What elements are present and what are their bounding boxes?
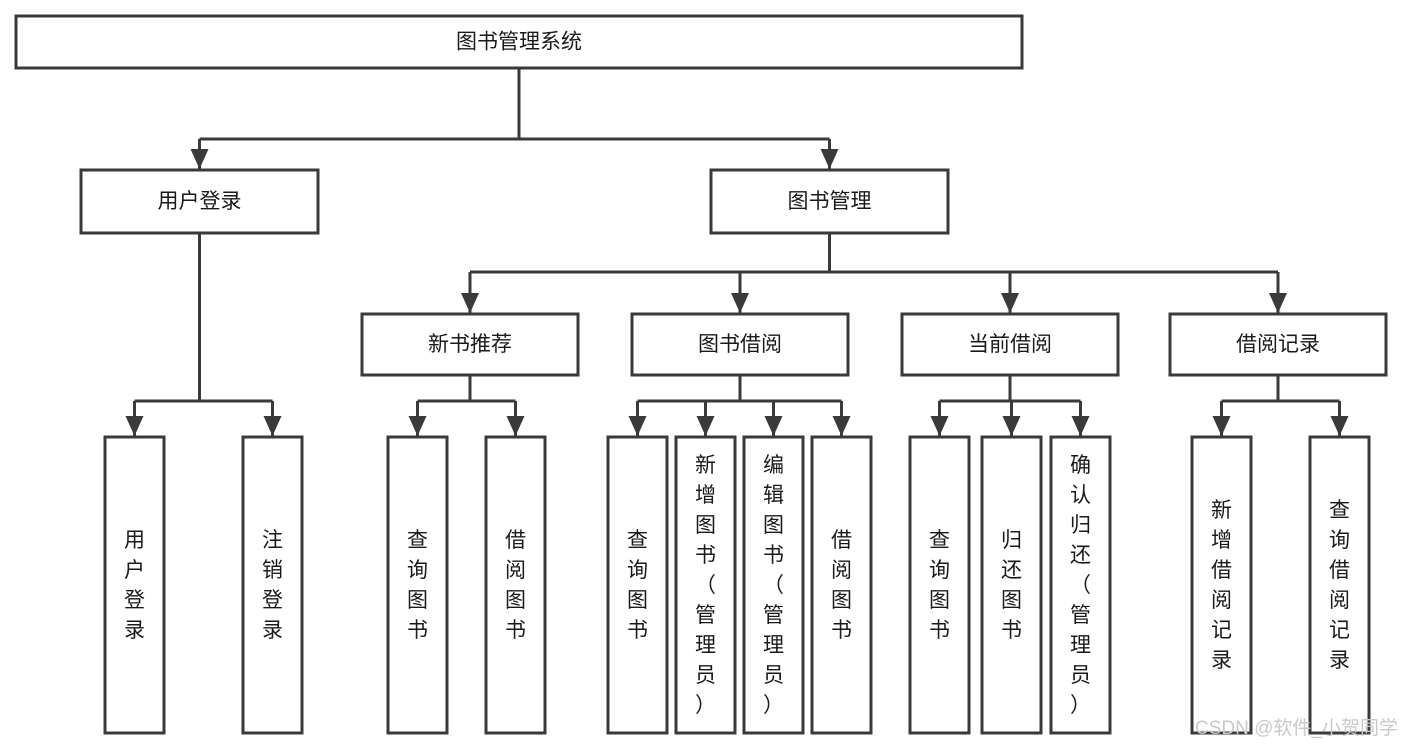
node-leaf-return-book[interactable]: 归还图书 [980, 435, 1043, 735]
node-label: 图书借阅 [698, 333, 782, 356]
node-label: 图书管理 [788, 190, 872, 213]
arrow-head-icon [820, 149, 839, 169]
arrow-head-icon [832, 416, 851, 436]
node-label: 注销登录 [262, 529, 283, 642]
arrow-head-icon [263, 416, 282, 436]
arrow-head-icon [731, 293, 749, 313]
node-current-borrow[interactable]: 当前借阅 [900, 312, 1120, 377]
arrow-head-icon [1002, 416, 1021, 436]
arrow-head-icon [125, 416, 144, 436]
node-label: 查询图书 [929, 529, 950, 642]
node-leaf-query-book-2[interactable]: 查询图书 [606, 435, 669, 735]
arrow-head-icon [1001, 293, 1019, 313]
node-leaf-borrow-book-2[interactable]: 借阅图书 [810, 435, 873, 735]
arrow-head-icon [1071, 416, 1090, 436]
node-borrow-record[interactable]: 借阅记录 [1168, 312, 1388, 377]
node-label: 当前借阅 [968, 333, 1052, 356]
arrow-head-icon [1212, 416, 1231, 436]
connectors-layer [125, 68, 1349, 436]
node-label: 编辑图书（管理员） [763, 454, 784, 717]
arrow-head-icon [628, 416, 647, 436]
node-label: 用户登录 [124, 529, 145, 642]
node-book-manage[interactable]: 图书管理 [709, 168, 950, 235]
node-user-login[interactable]: 用户登录 [79, 168, 320, 235]
node-leaf-query-book-1[interactable]: 查询图书 [386, 435, 449, 735]
node-label: 确认归还（管理员） [1070, 454, 1091, 717]
node-new-book-recommend[interactable]: 新书推荐 [360, 312, 580, 377]
arrow-head-icon [408, 416, 427, 436]
arrow-head-icon [930, 416, 949, 436]
node-leaf-query-record[interactable]: 查询借阅记录 [1308, 435, 1371, 735]
node-leaf-add-book[interactable]: 新增图书（管理员） [674, 435, 737, 735]
node-label: 查询图书 [627, 529, 648, 642]
arrow-head-icon [1330, 416, 1349, 436]
arrow-head-icon [1269, 293, 1287, 313]
node-label: 新书推荐 [428, 333, 512, 356]
arrow-head-icon [461, 293, 479, 313]
node-leaf-add-record[interactable]: 新增借阅记录 [1190, 435, 1253, 735]
node-label: 归还图书 [1001, 529, 1022, 642]
arrow-head-icon [506, 416, 525, 436]
node-leaf-confirm-return[interactable]: 确认归还（管理员） [1049, 435, 1112, 735]
csdn-watermark: CSDN @软件_小贺同学 [1195, 717, 1398, 739]
node-label: 新增借阅记录 [1211, 499, 1232, 672]
arrow-head-icon [764, 416, 783, 436]
node-label: 新增图书（管理员） [695, 454, 716, 717]
node-leaf-user-login[interactable]: 用户登录 [103, 435, 166, 735]
node-label: 图书管理系统 [456, 31, 582, 54]
node-label: 借阅图书 [505, 529, 526, 642]
node-label: 借阅图书 [831, 529, 852, 642]
node-label: 借阅记录 [1236, 333, 1320, 356]
arrow-head-icon [696, 416, 715, 436]
node-root[interactable]: 图书管理系统 [14, 14, 1024, 70]
node-label: 查询图书 [407, 529, 428, 642]
arrow-head-icon [190, 149, 209, 169]
node-leaf-query-book-3[interactable]: 查询图书 [908, 435, 971, 735]
node-label: 用户登录 [158, 190, 242, 213]
node-leaf-user-logout[interactable]: 注销登录 [241, 435, 304, 735]
node-label: 查询借阅记录 [1329, 499, 1350, 672]
node-leaf-borrow-book-1[interactable]: 借阅图书 [484, 435, 547, 735]
node-leaf-edit-book[interactable]: 编辑图书（管理员） [742, 435, 805, 735]
nodes-layer: 图书管理系统用户登录图书管理新书推荐图书借阅当前借阅借阅记录用户登录注销登录查询… [14, 14, 1388, 735]
node-book-borrow[interactable]: 图书借阅 [630, 312, 850, 377]
